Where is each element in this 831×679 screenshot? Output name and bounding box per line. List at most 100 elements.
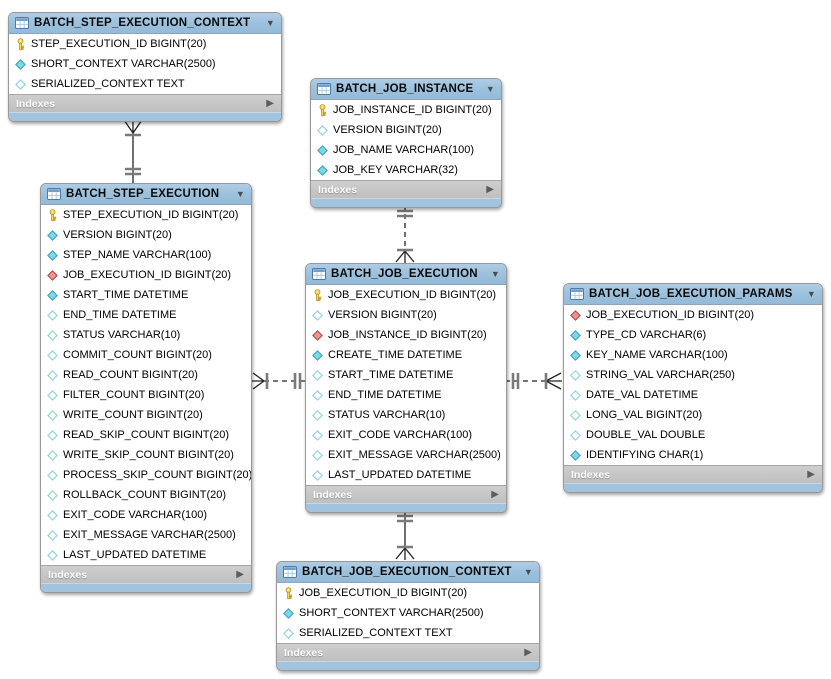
column-row[interactable]: END_TIME DATETIME [306,385,506,405]
column-row[interactable]: JOB_INSTANCE_ID BIGINT(20) [311,100,501,120]
nullable-diamond-icon [46,489,58,501]
relationship-batch-job-execution-to-batch-job-execution-context[interactable] [395,508,415,560]
column-row[interactable]: DOUBLE_VAL DOUBLE [564,425,822,445]
relationship-batch-job-execution-to-batch-job-execution-params[interactable] [505,372,562,390]
column-row[interactable]: SERIALIZED_CONTEXT TEXT [9,74,281,94]
not-null-diamond-icon [46,249,58,261]
table-batch-job-execution[interactable]: BATCH_JOB_EXECUTION▼JOB_EXECUTION_ID BIG… [305,263,507,513]
column-row[interactable]: LAST_UPDATED DATETIME [306,465,506,485]
column-row[interactable]: JOB_KEY VARCHAR(32) [311,160,501,180]
column-row[interactable]: START_TIME DATETIME [41,285,251,305]
relationship-batch-job-execution-to-batch-step-execution[interactable] [252,372,307,390]
column-label: EXIT_CODE VARCHAR(100) [63,509,208,521]
column-row[interactable]: SHORT_CONTEXT VARCHAR(2500) [9,54,281,74]
table-header[interactable]: BATCH_JOB_EXECUTION_CONTEXT▼ [277,562,539,583]
chevron-down-icon[interactable]: ▼ [490,268,500,279]
table-header[interactable]: BATCH_JOB_INSTANCE▼ [311,79,501,100]
column-row[interactable]: STRING_VAL VARCHAR(250) [564,365,822,385]
column-row[interactable]: ROLLBACK_COUNT BIGINT(20) [41,485,251,505]
column-label: STRING_VAL VARCHAR(250) [586,369,735,381]
column-row[interactable]: END_TIME DATETIME [41,305,251,325]
column-row[interactable]: JOB_EXECUTION_ID BIGINT(20) [277,583,539,603]
table-batch-step-execution-context[interactable]: BATCH_STEP_EXECUTION_CONTEXT▼STEP_EXECUT… [8,12,282,122]
column-row[interactable]: READ_COUNT BIGINT(20) [41,365,251,385]
indexes-footer[interactable]: Indexes▶ [41,565,251,583]
column-row[interactable]: LAST_UPDATED DATETIME [41,545,251,565]
relationship-batch-step-execution-to-batch-step-execution-context[interactable] [123,119,143,186]
column-row[interactable]: KEY_NAME VARCHAR(100) [564,345,822,365]
column-label: STATUS VARCHAR(10) [63,329,181,341]
indexes-footer[interactable]: Indexes▶ [9,94,281,112]
column-row[interactable]: JOB_EXECUTION_ID BIGINT(20) [41,265,251,285]
column-row[interactable]: VERSION BIGINT(20) [41,225,251,245]
column-row[interactable]: DATE_VAL DATETIME [564,385,822,405]
chevron-down-icon[interactable]: ▼ [485,83,495,94]
indexes-footer[interactable]: Indexes▶ [311,180,501,198]
column-label: STEP_NAME VARCHAR(100) [63,249,212,261]
table-batch-job-execution-params[interactable]: BATCH_JOB_EXECUTION_PARAMS▼JOB_EXECUTION… [563,283,823,493]
chevron-down-icon[interactable]: ▼ [523,566,533,577]
column-row[interactable]: STEP_NAME VARCHAR(100) [41,245,251,265]
foreign-key-diamond-icon [311,329,323,341]
column-row[interactable]: VERSION BIGINT(20) [306,305,506,325]
column-row[interactable]: START_TIME DATETIME [306,365,506,385]
indexes-footer[interactable]: Indexes▶ [564,465,822,483]
column-label: TYPE_CD VARCHAR(6) [586,329,707,341]
column-row[interactable]: FILTER_COUNT BIGINT(20) [41,385,251,405]
table-batch-step-execution[interactable]: BATCH_STEP_EXECUTION▼STEP_EXECUTION_ID B… [40,183,252,593]
table-header[interactable]: BATCH_JOB_EXECUTION▼ [306,264,506,285]
column-row[interactable]: EXIT_CODE VARCHAR(100) [41,505,251,525]
table-batch-job-instance[interactable]: BATCH_JOB_INSTANCE▼JOB_INSTANCE_ID BIGIN… [310,78,502,208]
column-row[interactable]: JOB_EXECUTION_ID BIGINT(20) [306,285,506,305]
column-row[interactable]: SHORT_CONTEXT VARCHAR(2500) [277,603,539,623]
column-row[interactable]: EXIT_MESSAGE VARCHAR(2500) [306,445,506,465]
column-label: COMMIT_COUNT BIGINT(20) [63,349,212,361]
column-row[interactable]: COMMIT_COUNT BIGINT(20) [41,345,251,365]
column-row[interactable]: WRITE_SKIP_COUNT BIGINT(20) [41,445,251,465]
indexes-footer[interactable]: Indexes▶ [277,643,539,661]
chevron-down-icon[interactable]: ▼ [806,288,816,299]
column-label: VERSION BIGINT(20) [63,229,172,241]
table-bottom-strip [311,198,501,207]
column-row[interactable]: WRITE_COUNT BIGINT(20) [41,405,251,425]
nullable-diamond-icon [46,409,58,421]
column-row[interactable]: SERIALIZED_CONTEXT TEXT [277,623,539,643]
table-icon [47,188,61,200]
column-row[interactable]: EXIT_CODE VARCHAR(100) [306,425,506,445]
column-row[interactable]: LONG_VAL BIGINT(20) [564,405,822,425]
column-row[interactable]: STATUS VARCHAR(10) [306,405,506,425]
nullable-diamond-icon [311,309,323,321]
column-label: LAST_UPDATED DATETIME [328,469,472,481]
column-row[interactable]: VERSION BIGINT(20) [311,120,501,140]
column-label: EXIT_CODE VARCHAR(100) [328,429,473,441]
foreign-key-diamond-icon [46,269,58,281]
chevron-down-icon[interactable]: ▼ [235,188,245,199]
column-row[interactable]: JOB_EXECUTION_ID BIGINT(20) [564,305,822,325]
column-row[interactable]: IDENTIFYING CHAR(1) [564,445,822,465]
nullable-diamond-icon [46,389,58,401]
nullable-diamond-icon [311,369,323,381]
column-row[interactable]: STATUS VARCHAR(10) [41,325,251,345]
column-label: WRITE_SKIP_COUNT BIGINT(20) [63,449,234,461]
column-row[interactable]: STEP_EXECUTION_ID BIGINT(20) [41,205,251,225]
column-row[interactable]: PROCESS_SKIP_COUNT BIGINT(20) [41,465,251,485]
table-header[interactable]: BATCH_STEP_EXECUTION_CONTEXT▼ [9,13,281,34]
table-batch-job-execution-context[interactable]: BATCH_JOB_EXECUTION_CONTEXT▼JOB_EXECUTIO… [276,561,540,671]
column-row[interactable]: JOB_INSTANCE_ID BIGINT(20) [306,325,506,345]
table-header[interactable]: BATCH_JOB_EXECUTION_PARAMS▼ [564,284,822,305]
table-header[interactable]: BATCH_STEP_EXECUTION▼ [41,184,251,205]
not-null-diamond-icon [46,229,58,241]
table-icon [317,83,331,95]
column-row[interactable]: STEP_EXECUTION_ID BIGINT(20) [9,34,281,54]
column-label: JOB_NAME VARCHAR(100) [333,144,474,156]
column-row[interactable]: CREATE_TIME DATETIME [306,345,506,365]
column-row[interactable]: JOB_NAME VARCHAR(100) [311,140,501,160]
column-row[interactable]: READ_SKIP_COUNT BIGINT(20) [41,425,251,445]
indexes-footer[interactable]: Indexes▶ [306,485,506,503]
relationship-batch-job-instance-to-batch-job-execution[interactable] [395,205,415,263]
not-null-diamond-icon [569,349,581,361]
chevron-down-icon[interactable]: ▼ [265,17,275,28]
column-row[interactable]: TYPE_CD VARCHAR(6) [564,325,822,345]
column-row[interactable]: EXIT_MESSAGE VARCHAR(2500) [41,525,251,545]
primary-key-icon [316,103,328,117]
